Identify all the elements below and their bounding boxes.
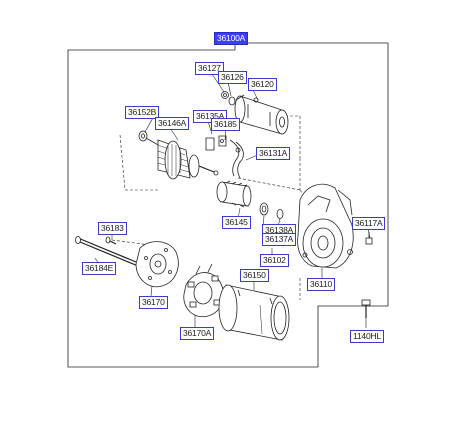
label-36170A[interactable]: 36170A [180, 327, 215, 340]
label-36120[interactable]: 36120 [248, 78, 277, 91]
solenoid-36120 [234, 94, 289, 135]
bolt-36117A [365, 232, 373, 245]
nut-36127 [221, 91, 229, 99]
label-36100A[interactable]: 36100A [214, 32, 249, 45]
ring-36138A [259, 202, 269, 216]
label-36184E[interactable]: 36184E [82, 262, 117, 275]
label-36185[interactable]: 36185 [211, 118, 240, 131]
label-36127[interactable]: 36127 [195, 62, 224, 75]
label-36170[interactable]: 36170 [139, 296, 168, 309]
label-36131A[interactable]: 36131A [256, 147, 291, 160]
label-36183[interactable]: 36183 [98, 222, 127, 235]
brush-holder-36170A [183, 263, 224, 318]
assembly-frame [67, 42, 389, 368]
label-1140HL[interactable]: 1140HL [350, 330, 384, 343]
yoke-36150 [218, 284, 290, 341]
label-36110[interactable]: 36110 [307, 278, 336, 291]
front-housing-36110 [297, 183, 354, 269]
washer-36152B [138, 130, 148, 142]
rear-bracket-36170 [135, 241, 179, 288]
bolt-36183 [105, 236, 117, 245]
label-36152B[interactable]: 36152B [125, 106, 160, 119]
pinion-36145 [216, 180, 252, 208]
label-36150[interactable]: 36150 [240, 269, 269, 282]
shift-lever-36131A [229, 139, 244, 179]
armature-36146A [145, 137, 219, 180]
label-36117A[interactable]: 36117A [352, 217, 386, 230]
label-36145[interactable]: 36145 [222, 216, 251, 229]
washer-36126 [228, 96, 236, 106]
label-36137A[interactable]: 36137A [262, 233, 297, 246]
assembly-axis-lines [111, 115, 311, 300]
label-36126[interactable]: 36126 [218, 71, 247, 84]
label-36146A[interactable]: 36146A [155, 117, 190, 130]
label-36102[interactable]: 36102 [260, 254, 289, 267]
ring-36137A [276, 209, 284, 219]
lever-parts-36135A [205, 135, 227, 151]
through-bolt-36184E [75, 236, 139, 267]
bolt-1140HL [361, 299, 371, 318]
